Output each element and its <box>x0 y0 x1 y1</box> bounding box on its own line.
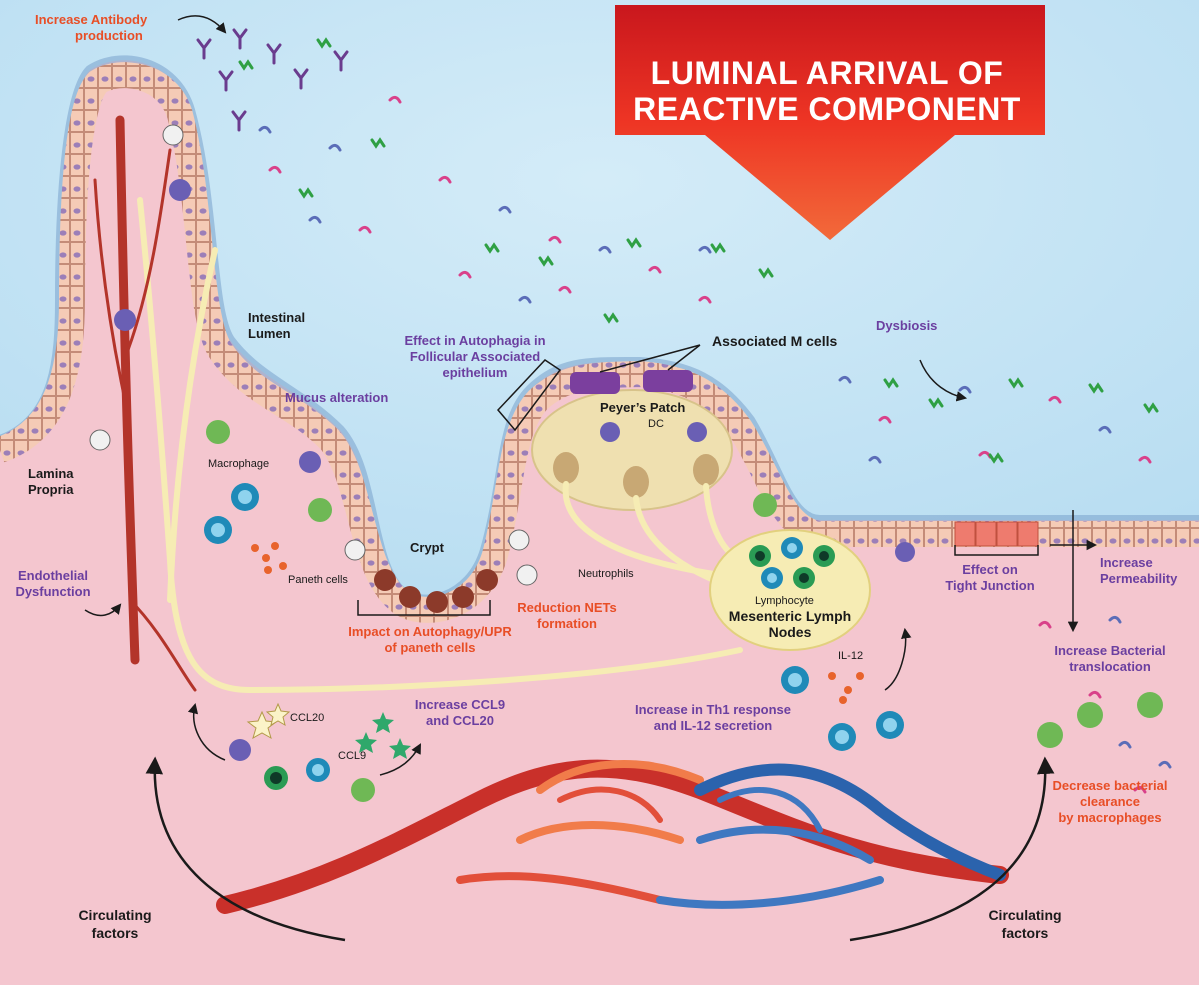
label-reduction-nets: Reduction NETs formation <box>517 600 617 631</box>
luminal-bacteria <box>258 95 1172 794</box>
label-increase-th1: Increase in Th1 response and IL-12 secre… <box>634 702 792 733</box>
label-lymphocyte: Lymphocyte <box>755 595 814 607</box>
arrow-dysbiosis <box>919 359 968 402</box>
label-intestinal-lumen: Intestinal Lumen <box>248 310 306 341</box>
leader-m-cells <box>599 344 701 373</box>
bracket-tight-junction <box>954 545 1039 556</box>
peyers-patch <box>531 389 733 511</box>
label-ccl9: CCL9 <box>338 750 367 762</box>
circulation-network <box>216 759 1009 914</box>
antibodies <box>196 28 349 132</box>
luminal-bacteria-green <box>238 37 1159 464</box>
arrow-endothelial <box>84 603 122 617</box>
label-mucus-alteration: Mucus alteration <box>285 390 389 405</box>
label-mesenteric-lymph-nodes: Mesenteric Lymph Nodes <box>728 608 852 640</box>
label-effect-tight-junction: Effect on Tight Junction <box>945 562 1035 593</box>
label-paneth-cells: Paneth cells <box>288 574 348 586</box>
title-banner <box>615 5 1045 240</box>
arrow-antibody <box>177 15 227 34</box>
label-crypt: Crypt <box>410 540 444 555</box>
label-peyers-patch: Peyer’s Patch <box>600 400 686 415</box>
banner-line-2: REACTIVE COMPONENT <box>633 91 1021 127</box>
arrow-il12 <box>884 627 912 691</box>
arrow-lamina <box>187 702 226 761</box>
bracket-paneth <box>357 600 491 616</box>
label-endothelial-dysfunction: Endothelial Dysfunction <box>15 568 91 599</box>
paneth-cells <box>374 569 498 613</box>
label-increase-antibody: Increase Antibody production <box>35 12 148 43</box>
label-increase-ccl9-ccl20: Increase CCL9 and CCL20 <box>414 697 506 728</box>
label-circulating-factors-left: Circulating factors <box>78 907 152 941</box>
tight-junction-cells <box>954 521 1039 547</box>
label-effect-autophagia: Effect in Autophagia in Follicular Assoc… <box>404 333 546 380</box>
label-increase-bacterial-translocation: Increase Bacterial translocation <box>1054 643 1166 674</box>
arrow-circulating-right <box>849 756 1055 942</box>
chemokines <box>246 702 411 759</box>
label-il12: IL-12 <box>838 650 864 662</box>
label-ccl20: CCL20 <box>290 712 325 724</box>
arrow-ccl <box>379 743 421 776</box>
label-increase-permeability: Increase Permeability <box>1100 555 1178 586</box>
banner-title: LUMINAL ARRIVAL OF REACTIVE COMPONENT <box>612 55 1042 127</box>
banner-line-1: LUMINAL ARRIVAL OF <box>650 55 1004 91</box>
cytokines <box>251 542 864 704</box>
label-impact-autophagy: Impact on Autophagy/UPR of paneth cells <box>348 624 512 655</box>
label-macrophage: Macrophage <box>208 458 270 470</box>
label-dysbiosis: Dysbiosis <box>876 318 938 333</box>
immune-cells <box>89 124 1163 802</box>
label-circulating-factors-right: Circulating factors <box>988 907 1062 941</box>
label-dc: DC <box>648 418 664 430</box>
villus-blood-vessel <box>93 115 197 692</box>
label-associated-m-cells: Associated M cells <box>712 333 838 349</box>
label-neutrophils: Neutrophils <box>578 568 634 580</box>
arrow-circulating-left <box>145 756 346 942</box>
lymphocyte-cluster <box>749 537 835 589</box>
bracket-fae <box>496 359 562 432</box>
label-lamina-propria: Lamina Propria <box>28 466 74 497</box>
label-decrease-bacterial-clearance: Decrease bacterial clearance by macropha… <box>1052 778 1168 825</box>
